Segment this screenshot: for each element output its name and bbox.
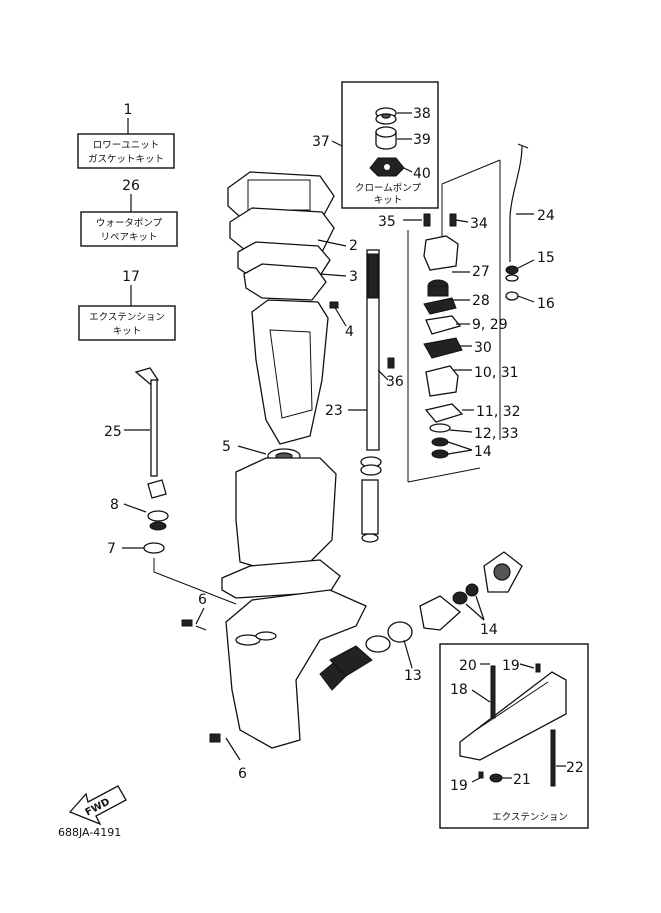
callout-25: 25 bbox=[104, 424, 122, 440]
propeller-shaft-parts: 13 14 bbox=[329, 551, 523, 684]
gasket-kit-label: 1 ロワーユニット ガスケットキット bbox=[77, 102, 175, 169]
callout-28: 28 bbox=[472, 293, 490, 309]
kit-number-37: 37 bbox=[312, 134, 330, 150]
callout-24: 24 bbox=[537, 208, 555, 224]
callout-12-33: 12, 33 bbox=[474, 426, 519, 442]
callout-35: 35 bbox=[378, 214, 396, 230]
callout-5: 5 bbox=[222, 439, 231, 455]
kit-number-1: 1 bbox=[124, 102, 133, 118]
gasket-kit-line1: ロワーユニット bbox=[93, 140, 160, 151]
callout-3: 3 bbox=[349, 269, 358, 285]
gasket-stack: 2 3 4 bbox=[227, 171, 358, 340]
water-pump-kit-line2: リペアキット bbox=[100, 232, 157, 243]
callout-11-32: 11, 32 bbox=[476, 404, 521, 420]
callout-21: 21 bbox=[513, 772, 531, 788]
callout-20: 20 bbox=[459, 658, 477, 674]
callout-15: 15 bbox=[537, 250, 555, 266]
callout-6-top: 6 bbox=[198, 592, 207, 608]
callout-34: 34 bbox=[470, 216, 488, 232]
callout-16: 16 bbox=[537, 296, 555, 312]
gasket-kit-line2: ガスケットキット bbox=[88, 154, 164, 165]
water-pump-kit-line1: ウォータポンプ bbox=[96, 218, 163, 229]
callout-36: 36 bbox=[386, 374, 404, 390]
extension-box: 20 19 18 19 21 22 エクステンション bbox=[439, 643, 589, 829]
drive-shaft: 23 36 bbox=[325, 249, 404, 543]
callout-7: 7 bbox=[107, 541, 116, 557]
extension-kit-label: 17 エクステンション キット bbox=[78, 269, 176, 341]
callout-19-top: 19 bbox=[502, 658, 520, 674]
callout-22: 22 bbox=[566, 760, 584, 776]
callout-8: 8 bbox=[110, 497, 119, 513]
callout-14-bottom: 14 bbox=[480, 622, 498, 638]
callout-18: 18 bbox=[450, 682, 468, 698]
chrome-pump-kit-box: 37 38 39 40 クロームポンプ キット bbox=[312, 81, 439, 209]
water-pump-kit-label: 26 ウォータポンプ リペアキット bbox=[80, 178, 178, 247]
kit-number-17: 17 bbox=[122, 269, 140, 285]
callout-27: 27 bbox=[472, 264, 490, 280]
callout-40: 40 bbox=[413, 166, 431, 182]
lower-casing-upper bbox=[221, 457, 341, 599]
callout-13: 13 bbox=[404, 668, 422, 684]
callout-19-bottom: 19 bbox=[450, 778, 468, 794]
callout-30: 30 bbox=[474, 340, 492, 356]
callout-14-top: 14 bbox=[474, 444, 492, 460]
shift-rod-assembly: 25 8 7 bbox=[104, 367, 237, 605]
extension-box-caption: エクステンション bbox=[492, 812, 568, 823]
callout-23: 23 bbox=[325, 403, 343, 419]
callout-10-31: 10, 31 bbox=[474, 365, 519, 381]
extension-kit-line1: エクステンション bbox=[89, 312, 165, 323]
chrome-pump-kit-line1: クロームポンプ bbox=[355, 183, 421, 194]
callout-4: 4 bbox=[345, 324, 354, 340]
upper-casing: 5 bbox=[222, 299, 329, 464]
water-tube: 24 15 16 bbox=[505, 143, 555, 312]
water-pump-assembly: 35 34 27 28 9, 29 30 10, 31 11, 32 12, 3… bbox=[378, 159, 521, 483]
lower-gear-case: 6 6 bbox=[181, 589, 367, 782]
callout-38: 38 bbox=[413, 106, 431, 122]
callout-9-29: 9, 29 bbox=[472, 317, 508, 333]
chrome-pump-kit-line2: キット bbox=[374, 195, 403, 206]
callout-39: 39 bbox=[413, 132, 431, 148]
callout-6-bottom: 6 bbox=[238, 766, 247, 782]
forward-arrow: FWD bbox=[68, 785, 127, 826]
extension-kit-line2: キット bbox=[113, 326, 142, 337]
kit-number-26: 26 bbox=[122, 178, 140, 194]
diagram-reference-number: 688JA-4191 bbox=[58, 826, 121, 839]
callout-2: 2 bbox=[349, 238, 358, 254]
